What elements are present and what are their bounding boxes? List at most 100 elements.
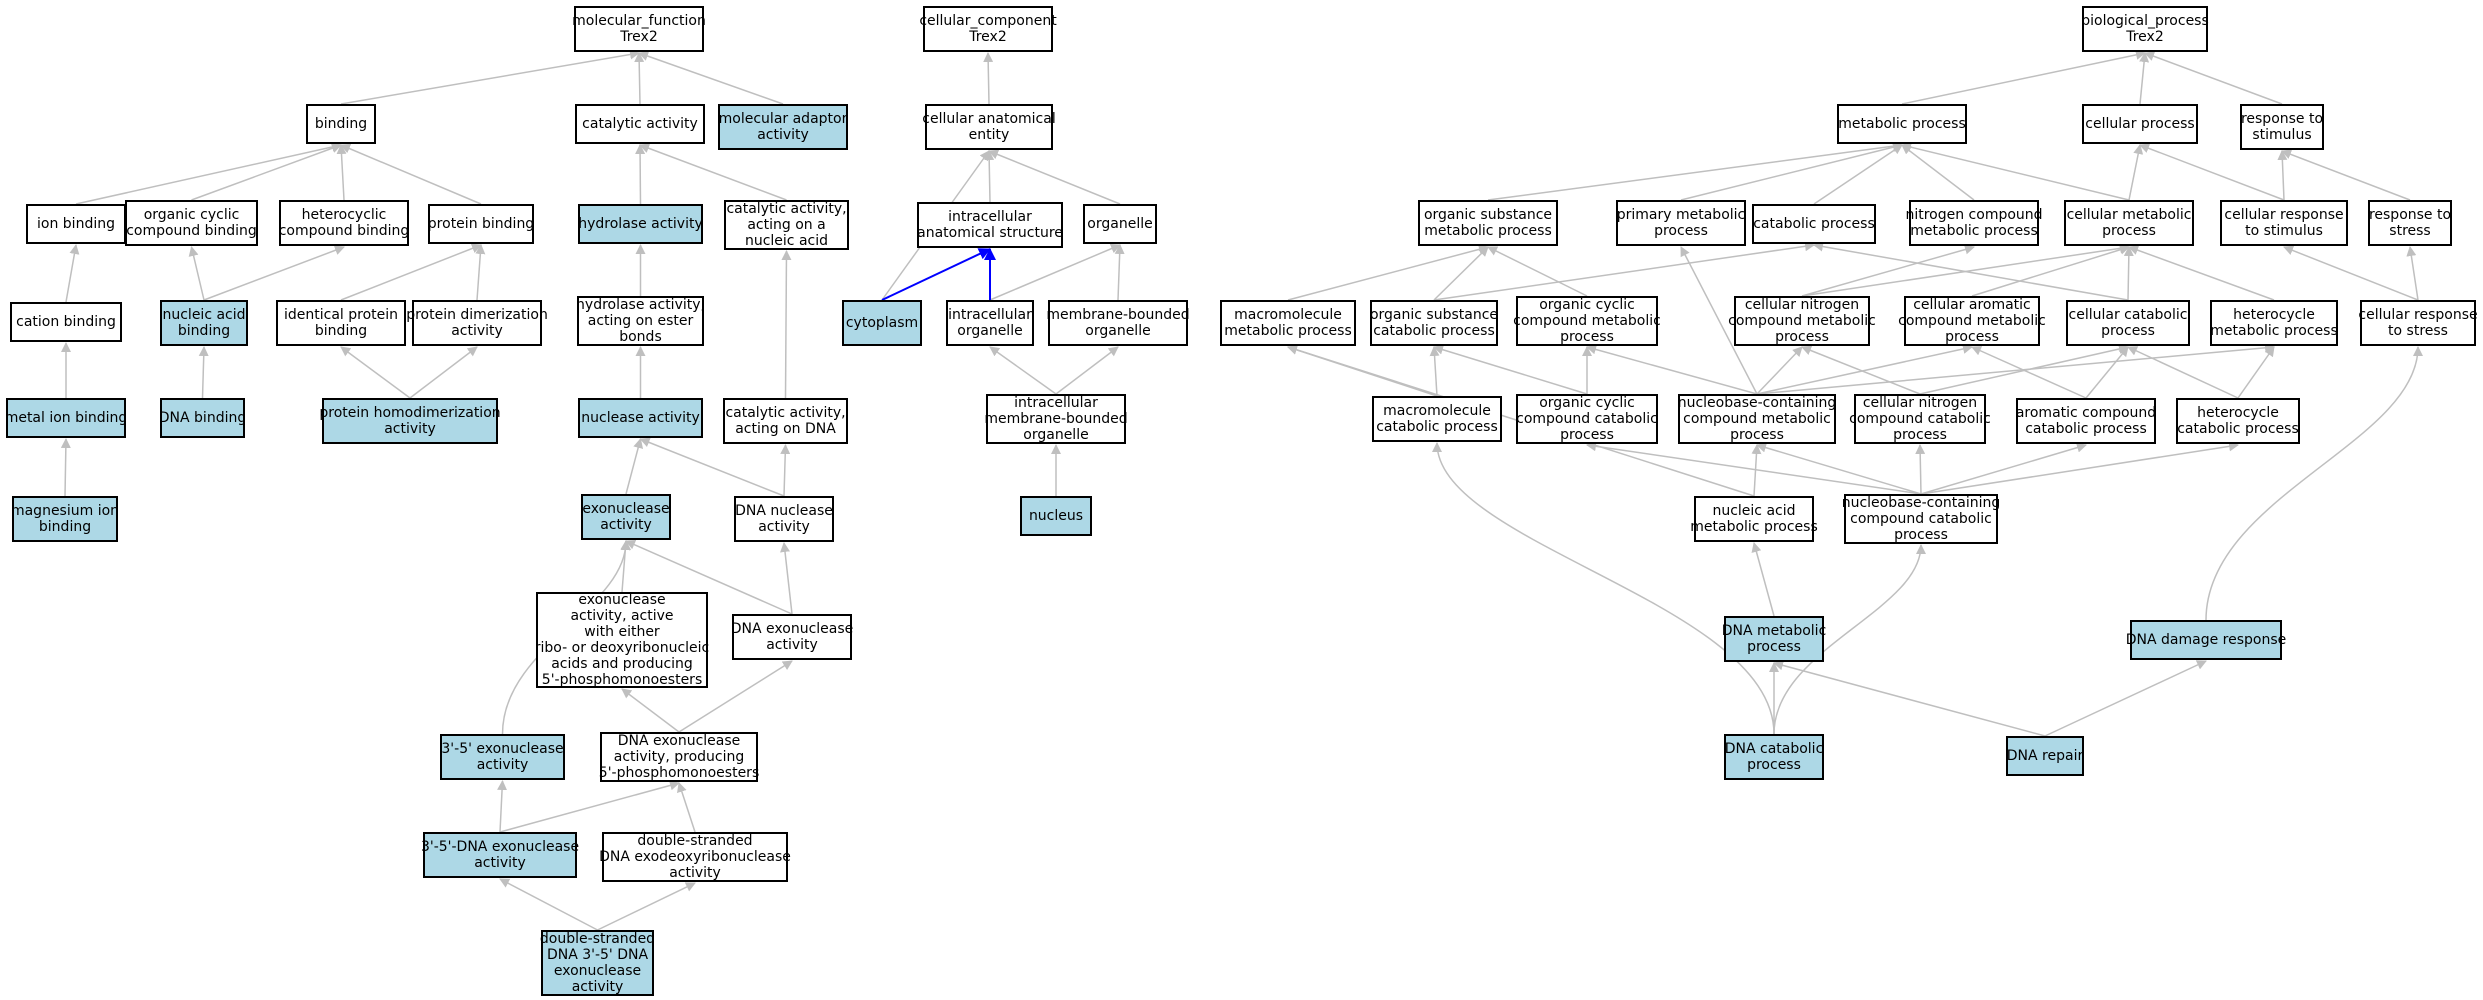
go-term-label-line: cation binding (16, 314, 116, 330)
go-term-label-line: nucleobase-containing (1841, 495, 2001, 511)
edge-dnarep-to-dnadr (2044, 660, 2207, 737)
go-term-label-line: macromolecule (1383, 403, 1491, 419)
edge-nbcmp-to-hmp (1756, 342, 2275, 395)
go-term-label-line: process (1730, 427, 1784, 443)
go-term-label-line: activity (758, 519, 810, 535)
go-term-label-line: nuclease activity (581, 410, 700, 426)
edge-protdim-to-protb (475, 244, 486, 301)
edge-dnacp-to-mcp (1432, 442, 1775, 735)
edge-hetcyc-to-binding (336, 144, 347, 201)
go-term-label-line: compound metabolic (1728, 313, 1876, 329)
go-term-label-line: intracellular (1014, 395, 1098, 411)
go-term-label-line: protein binding (427, 216, 535, 232)
go-term-catdna: catalytic activity,acting on DNA (723, 398, 848, 444)
go-term-label-line: DNA catabolic (1724, 741, 1824, 757)
go-term-label-line: hydrolase activity (578, 216, 703, 232)
go-term-label-line: acting on a (747, 217, 826, 233)
go-term-hydro: hydrolase activity (578, 204, 703, 244)
go-term-label-line: heterocycle (2233, 307, 2315, 323)
go-term-label-line: compound metabolic (1898, 313, 2046, 329)
go-term-label-line: catalytic activity (582, 116, 698, 132)
edge-ccp-to-cmp (2123, 246, 2134, 301)
edge-dnacp-to-nbccp (1773, 544, 1926, 735)
go-term-label-line: molecular_function (572, 13, 706, 29)
go-term-label-line: ion binding (37, 216, 115, 232)
go-term-label-line: cellular process (2085, 116, 2195, 132)
edge-hmp-to-cmp (2128, 245, 2275, 301)
go-term-label-line: ribo- or deoxyribonucleic (534, 640, 710, 656)
edge-accp-to-cacmp (1971, 346, 2087, 399)
edge-metab-to-bp (1901, 49, 2146, 105)
go-term-label-line: cellular response (2224, 207, 2344, 223)
go-term-label-line: nucleic acid (1712, 503, 1796, 519)
edge-nbcmp-to-pmp (1680, 246, 1758, 395)
go-term-label-line: double-stranded (539, 931, 656, 947)
go-term-label-line: process (1945, 329, 1999, 345)
go-term-label-line: compound metabolic (1513, 313, 1661, 329)
go-term-label-line: with either (584, 624, 660, 640)
edge-cnccp-to-cncmp (1801, 345, 1921, 395)
go-term-label-line: 3'-5' exonuclease (441, 741, 564, 757)
edge-osmp-to-metab (1487, 141, 1903, 201)
edge-organelle-to-cae (988, 149, 1121, 205)
go-term-label-line: magnesium ion (10, 503, 120, 519)
edge-cmp-to-metab (1901, 142, 2130, 201)
go-term-catp: catabolic process (1752, 204, 1876, 244)
edge-dnadr-to-crstress (2205, 346, 2423, 621)
edge-dnamp-to-namp (1751, 542, 1775, 617)
go-term-label-line: cellular response (2358, 307, 2478, 323)
go-term-label-line: process (1654, 223, 1708, 239)
go-term-label-line: activity (669, 865, 721, 881)
edge-dnaexo35-to-exo35 (497, 780, 508, 833)
edge-ds35-to-dnaexo35 (499, 878, 598, 931)
go-term-label-line: compound catabolic (1849, 411, 1991, 427)
go-term-label-line: identical protein (283, 307, 399, 323)
go-term-label-line: acids and producing (551, 656, 693, 672)
edge-cacmp-to-cmp (1971, 244, 2130, 297)
go-term-label-line: process (1775, 329, 1829, 345)
go-term-label-line: cellular aromatic (1913, 297, 2031, 313)
go-term-label-line: process (2101, 323, 2155, 339)
edge-dnaexo-to-dnanuc (780, 542, 793, 615)
edge-nbccp-to-cnccp (1915, 444, 1926, 495)
go-term-label-line: nucleic acid (744, 233, 829, 249)
go-term-label-line: catalytic activity, (726, 201, 847, 217)
edge-ias-to-cae (984, 150, 995, 203)
go-term-label-line: activity (384, 421, 436, 437)
go-term-label-line: process (2102, 223, 2156, 239)
go-term-label-line: intracellular (948, 307, 1032, 323)
edge-imbo-to-mbo (1055, 346, 1119, 395)
edge-crstim-to-resstim (2277, 150, 2288, 201)
go-term-label-line: nitrogen compound (1905, 207, 2043, 223)
go-term-label-line: compound binding (278, 223, 410, 239)
edge-molad-to-mf (638, 51, 784, 105)
go-term-label-line: metabolic process (1690, 519, 1818, 535)
go-term-label-line: molecular adaptor (718, 111, 848, 127)
go-term-label-line: stress (2389, 223, 2431, 239)
go-term-label-line: membrane-bounded (984, 411, 1128, 427)
edge-crstim-to-cellp (2139, 143, 2285, 201)
go-term-label-line: activity (451, 323, 503, 339)
go-term-label-line: catabolic process (1376, 419, 1498, 435)
go-term-label-line: cellular catabolic (2068, 307, 2188, 323)
edge-mg-to-metalion (60, 438, 71, 497)
go-term-label-line: bonds (619, 329, 662, 345)
